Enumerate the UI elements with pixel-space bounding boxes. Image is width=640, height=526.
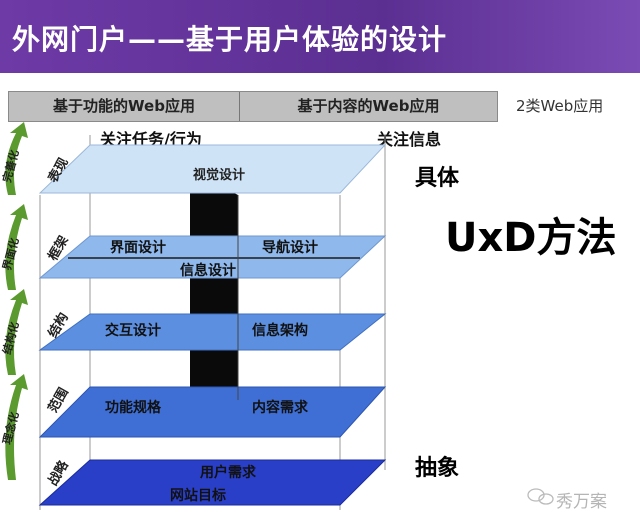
item-user-needs: 用户需求	[200, 465, 256, 481]
right-focus-label: 关注信息	[377, 130, 442, 149]
arrow-group	[5, 122, 29, 480]
item-content-requirements: 内容需求	[252, 400, 308, 416]
left-focus-label: 关注任务/行为	[100, 130, 202, 149]
watermark-text: 秀万案	[556, 492, 607, 512]
label-concrete: 具体	[415, 166, 460, 191]
page-title: 外网门户——基于用户体验的设计	[12, 23, 448, 56]
item-interface-design: 界面设计	[110, 240, 166, 256]
item-visual-design: 视觉设计	[193, 168, 246, 183]
curved-arrow-4	[5, 374, 29, 480]
label-uxd-method: UxD方法	[445, 215, 617, 261]
header-divider	[239, 92, 240, 121]
plane-strategy	[38, 459, 387, 506]
web-app-type-note: 2类Web应用	[516, 97, 604, 115]
item-functional-spec: 功能规格	[105, 400, 161, 416]
label-abstract: 抽象	[415, 456, 460, 481]
item-navigation-design: 导航设计	[262, 240, 318, 256]
plane-surface	[38, 144, 387, 194]
plane-scope	[38, 386, 387, 438]
curved-arrow-1	[5, 122, 29, 195]
curved-arrow-3	[5, 289, 29, 375]
item-information-architecture: 信息架构	[252, 323, 308, 339]
divider-wall	[190, 170, 238, 425]
item-information-design: 信息设计	[180, 263, 236, 279]
plane-structure	[38, 313, 387, 351]
watermark-chat-icon	[527, 488, 554, 505]
item-site-objectives: 网站目标	[170, 488, 226, 504]
title-bar: 外网门户——基于用户体验的设计	[0, 0, 640, 73]
plane-skeleton	[38, 235, 387, 279]
item-interaction-design: 交互设计	[105, 323, 161, 339]
curved-arrow-2	[5, 204, 29, 290]
header-content-based: 基于内容的Web应用	[297, 97, 440, 115]
web-app-type-table: 基于功能的Web应用 基于内容的Web应用	[8, 91, 498, 122]
header-function-based: 基于功能的Web应用	[53, 97, 195, 115]
